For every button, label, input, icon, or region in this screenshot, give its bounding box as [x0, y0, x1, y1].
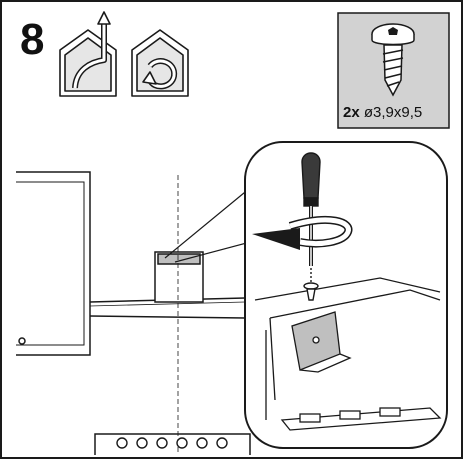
rotate-arrow-icon [252, 216, 353, 250]
screw-quantity: 2x [343, 104, 360, 121]
ducted-exhaust-house-icon [59, 11, 117, 97]
detail-magnifier-icon [164, 141, 448, 449]
filter-holes [116, 437, 228, 449]
screw-size: ø3,9x9,5 [363, 104, 423, 121]
screwdriver-icon [301, 152, 321, 301]
step-number: 8 [20, 15, 45, 64]
screw-spec: 2x ø3,9x9,5 [343, 104, 422, 121]
torx-screw-icon [371, 23, 415, 97]
recirculation-house-icon [131, 29, 189, 97]
bracket-icon [254, 277, 442, 431]
